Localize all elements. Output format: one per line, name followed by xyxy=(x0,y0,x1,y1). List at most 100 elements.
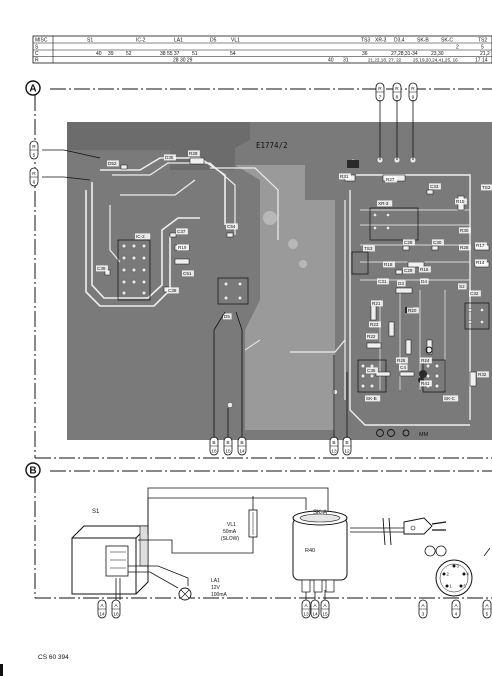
component-label: SK-B xyxy=(366,396,377,401)
connector-bottom-letter: B xyxy=(345,440,348,446)
table-header-ts2: TS2 xyxy=(478,38,487,44)
table-header-ic2: IC-2 xyxy=(136,38,146,44)
table-header-s1: S1 xyxy=(87,38,93,44)
component-label: R32 xyxy=(478,372,487,377)
din-pin-label: 1 xyxy=(450,584,453,589)
pot-label: R40 xyxy=(305,548,315,554)
table-cell: 54 xyxy=(230,51,236,57)
table-cell: 39 xyxy=(108,51,114,57)
component-label: S2 xyxy=(459,284,465,289)
fuse-type: (SLOW) xyxy=(221,536,239,542)
connector-b-number: 3 xyxy=(422,611,425,617)
connector-b-number: 14 xyxy=(99,611,105,617)
connector-b-letter: A xyxy=(323,603,327,609)
connector-top: R9 xyxy=(408,82,418,102)
component-label: R20 xyxy=(408,308,417,313)
component-label: R41 xyxy=(421,381,430,386)
connector-top-number: 7 xyxy=(379,94,382,100)
connector-b: A14 xyxy=(310,599,320,619)
component-label: R16 xyxy=(420,267,429,272)
connector-left: R6 xyxy=(29,167,39,187)
component-label: C31 xyxy=(378,279,387,284)
connector-bottom-letter: B xyxy=(332,440,335,446)
component-label: R23 xyxy=(370,322,379,327)
component-label: C39 xyxy=(97,266,106,271)
table-cell: 17 14 xyxy=(475,58,488,64)
connector-b: A 15 xyxy=(320,599,330,619)
panel-a-marker-label: A xyxy=(29,84,36,95)
component-label: C54 xyxy=(227,224,236,229)
component-label: TS2 xyxy=(482,185,491,190)
component-label: R29 xyxy=(189,151,198,156)
lamp-current: 100mA xyxy=(211,592,228,598)
component-label: R28 xyxy=(460,245,469,250)
connector-left-number: 6 xyxy=(33,179,36,185)
connector-b: A 14 xyxy=(97,599,107,619)
table-cell: 27,28,31-34 xyxy=(391,51,418,57)
connector-b-letter: A xyxy=(485,603,489,609)
connector-b-letter: A xyxy=(454,603,458,609)
component-label: D52 xyxy=(108,161,117,166)
connector-top-number: 9 xyxy=(412,94,415,100)
table-cell: 23,30 xyxy=(431,51,444,57)
connector-bottom-letter: B xyxy=(212,440,215,446)
connector-top-letter: R xyxy=(378,86,382,92)
table-cell: 31 xyxy=(343,58,349,64)
din-pin-label: 2 xyxy=(447,572,450,577)
connector-left-letter: R xyxy=(32,171,36,177)
socket-sk-a: SK-A R40 xyxy=(292,510,348,593)
component-label: D4 xyxy=(421,279,427,284)
component-label: C37 xyxy=(177,229,186,234)
board-id: E1774/2 xyxy=(256,141,288,150)
connector-b-letter: A xyxy=(100,603,104,609)
connector-bottom-number: 16 xyxy=(211,448,217,454)
component-label: C29 xyxy=(404,268,413,273)
connector-bottom-number: 12 xyxy=(344,448,350,454)
index-table: MISC S1 IC-2 LA1 D5 VL1 TS3 XR-3 D3,4 SK… xyxy=(32,35,492,64)
connector-b: A13 xyxy=(301,599,311,619)
component-label: C30 xyxy=(433,240,442,245)
connector-b: A4 xyxy=(451,599,461,619)
component-label: XR-3 xyxy=(378,201,389,206)
connector-bottom: B14 xyxy=(237,436,247,456)
table-cell: 28 30 29 xyxy=(173,58,193,64)
lamp-ref: LA1 xyxy=(211,578,220,584)
s1-label: S1 xyxy=(92,509,100,515)
component-label: R15 xyxy=(456,199,465,204)
table-cell: 52 xyxy=(126,51,132,57)
table-cell: 21,22,18, 27, 22 xyxy=(368,58,402,63)
table-cell: 38 55 37 xyxy=(160,51,180,57)
component-label: C28 xyxy=(404,240,413,245)
connector-b-number: 14 xyxy=(312,611,318,617)
din-pin-label: 5 xyxy=(464,584,467,589)
connector-b-number: 4 xyxy=(455,611,458,617)
table-header-skb: SK-B xyxy=(417,38,429,44)
connector-top-number: 8 xyxy=(396,94,399,100)
panel-a: A xyxy=(25,80,492,459)
socket-label: SK-A xyxy=(313,510,327,516)
connector-bottom: B15 xyxy=(223,436,233,456)
connector-b-letter: A xyxy=(421,603,425,609)
connector-bottom-letter: B xyxy=(240,440,243,446)
switch-s1: S1 xyxy=(71,509,149,595)
table-cell: 40 xyxy=(328,58,334,64)
component-label: SK-C xyxy=(444,396,456,401)
component-label: R24 xyxy=(421,358,430,363)
connector-b-number: 13 xyxy=(303,611,309,617)
component-label: R30 xyxy=(460,228,469,233)
panel-b-marker-label: B xyxy=(29,466,36,477)
connector-b-number: 15 xyxy=(322,611,328,617)
lamp-la1: LA1 12V 100mA xyxy=(178,578,228,601)
component-label: R27 xyxy=(386,177,395,182)
connector-top: R8 xyxy=(392,82,402,102)
connector-top-letter: R xyxy=(395,86,399,92)
connector-b: A16 xyxy=(111,599,121,619)
connector-left: R5 xyxy=(29,140,39,160)
connector-top-letter: R xyxy=(411,86,415,92)
table-header-xr3: XR-3 xyxy=(375,38,387,44)
connector-b: A5 xyxy=(482,599,492,619)
component-label: R19 xyxy=(178,245,187,250)
connector-b-number: 5 xyxy=(486,611,489,617)
